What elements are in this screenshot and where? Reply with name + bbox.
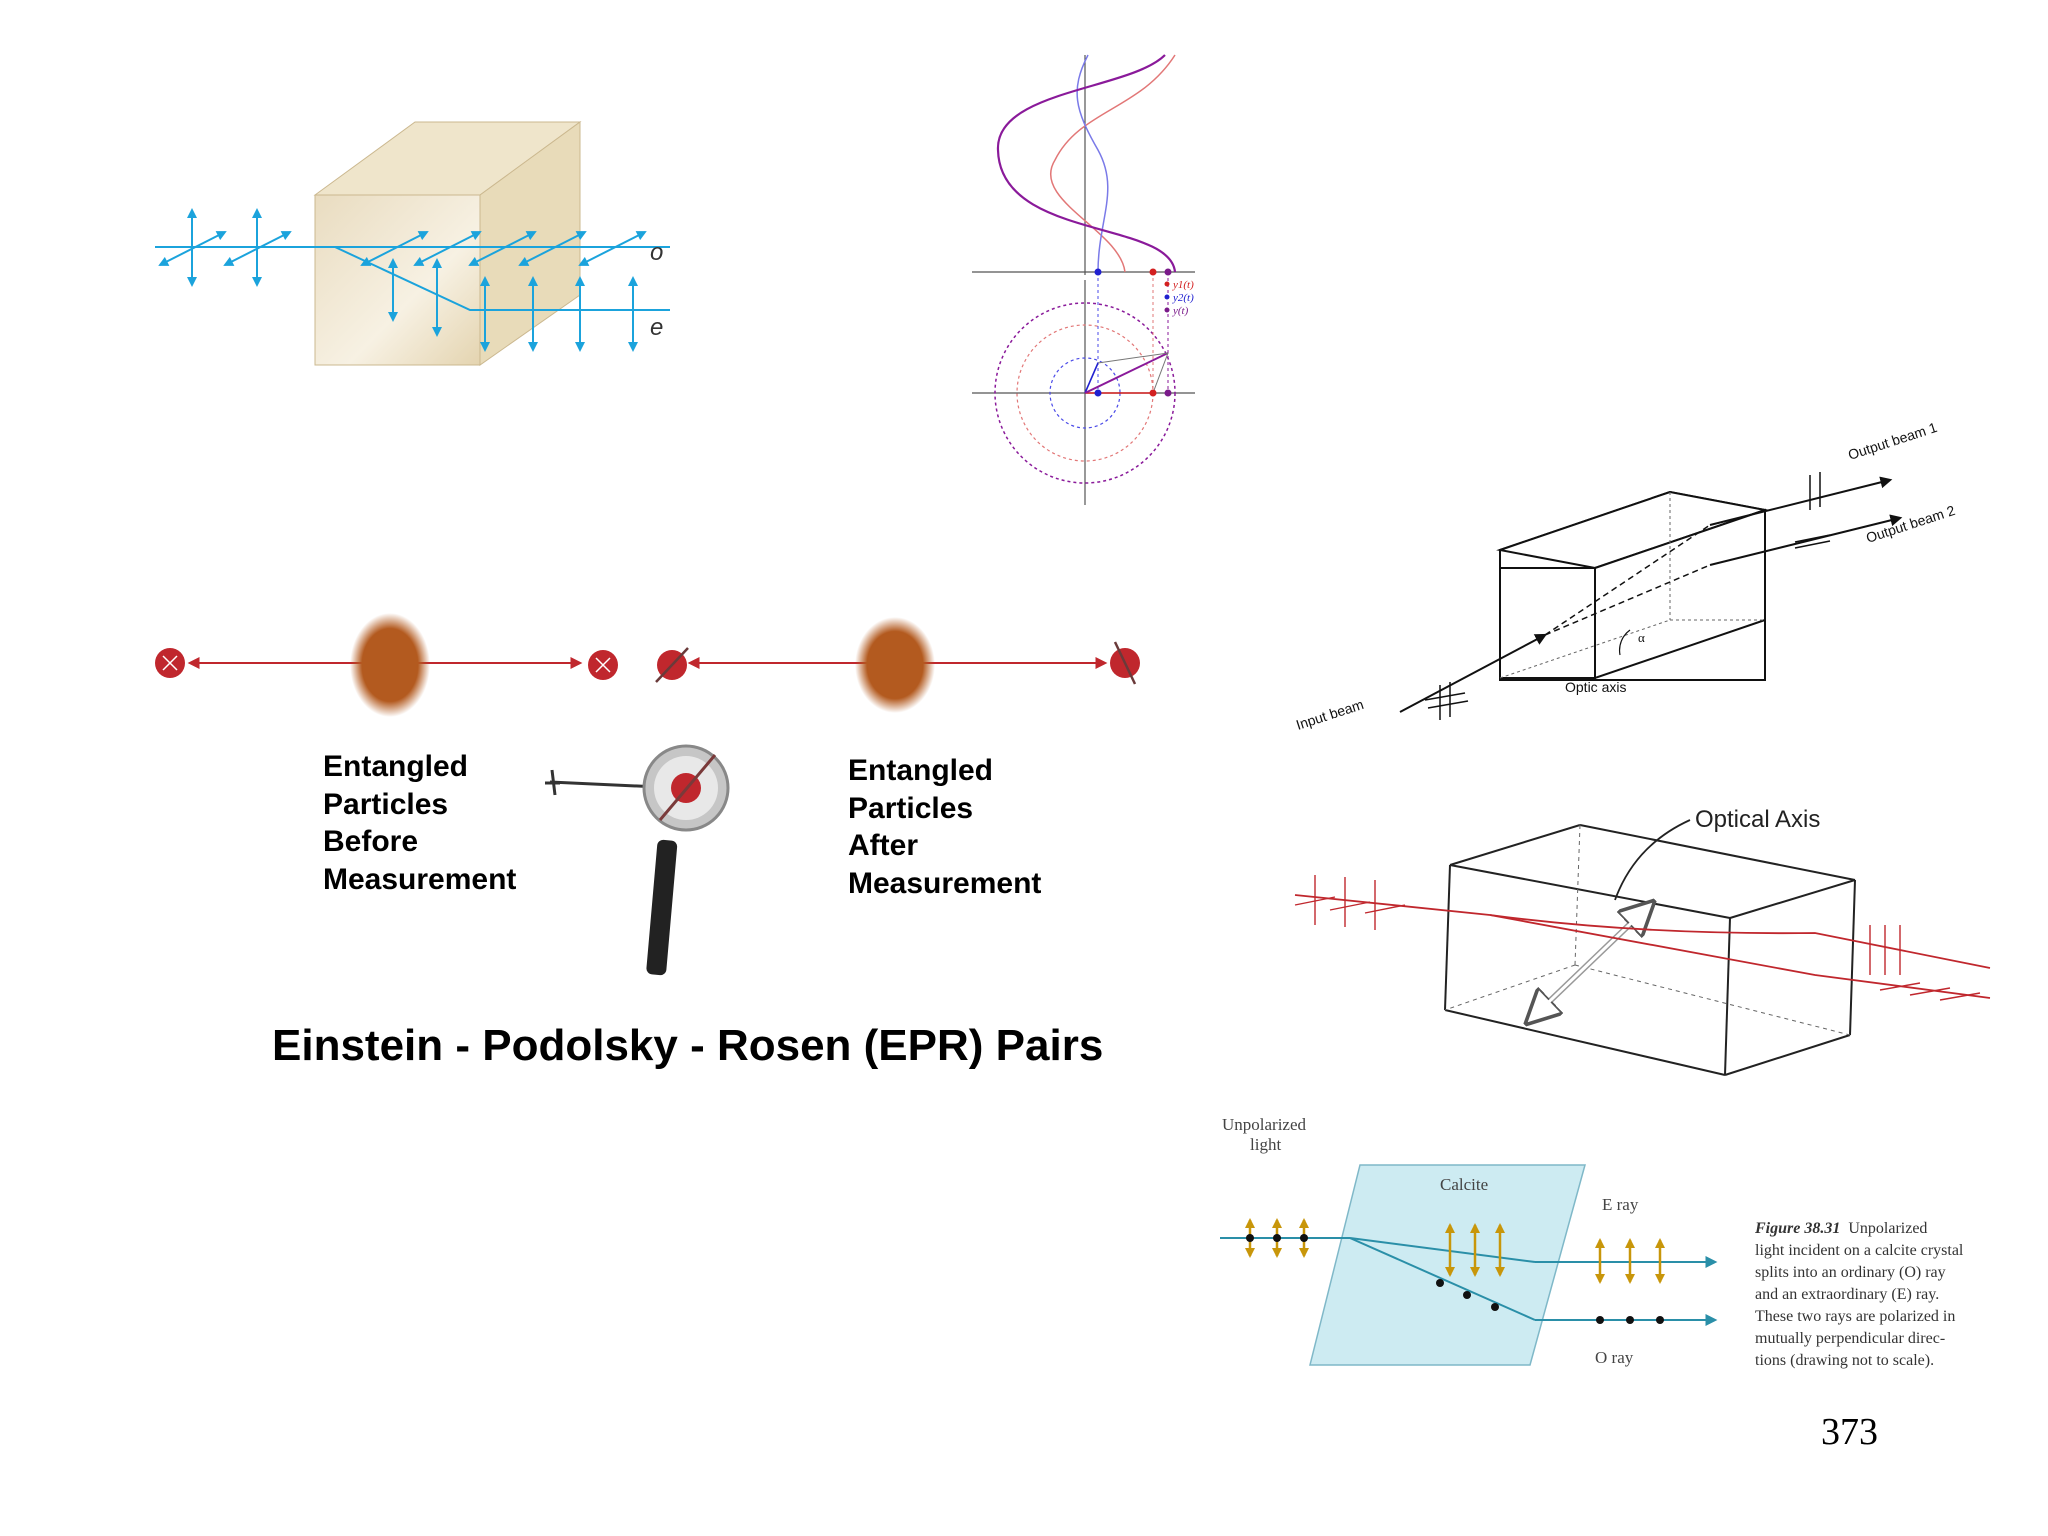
polarizing-beam-splitter-diagram: α Output beam 1 Output beam 2 Input beam… bbox=[1294, 419, 1957, 733]
epr-title: Einstein - Podolsky - Rosen (EPR) Pairs bbox=[272, 1021, 1104, 1070]
calcite-crystal-figure: Unpolarized light Calcite E ray O ray bbox=[1220, 1115, 1718, 1367]
after-line-2: Particles bbox=[848, 791, 974, 825]
optic-axis-label: Optic axis bbox=[1565, 679, 1626, 695]
e-ray-label: E ray bbox=[1602, 1195, 1639, 1214]
caption-line-3: splits into an ordinary (O) ray bbox=[1755, 1264, 1946, 1281]
phasor-wave-diagram: y1(t) y2(t) y(t) bbox=[972, 54, 1195, 505]
legend-y2: y2(t) bbox=[1172, 292, 1194, 304]
particle-right-1 bbox=[655, 647, 689, 683]
input-beam-label: Input beam bbox=[1294, 696, 1366, 733]
unpolarized-label-2: light bbox=[1250, 1135, 1281, 1154]
legend-y1: y1(t) bbox=[1172, 279, 1194, 291]
caption-line-5: These two rays are polarized in bbox=[1755, 1308, 1956, 1325]
entangled-cloud-before bbox=[350, 613, 430, 717]
particle-left-2 bbox=[588, 650, 618, 680]
wave-y1 bbox=[1049, 54, 1176, 273]
figure-caption: Figure 38.31 Unpolarized light incident … bbox=[1755, 1218, 2035, 1372]
caption-line-6: mutually perpendicular direc- bbox=[1755, 1330, 1946, 1347]
after-line-4: Measurement bbox=[848, 866, 1042, 900]
output-beam-2 bbox=[1709, 514, 1903, 566]
magnifying-glass-icon bbox=[545, 744, 730, 976]
particle-left-1 bbox=[155, 648, 185, 678]
alpha-label: α bbox=[1638, 630, 1645, 645]
crystal-front-face bbox=[314, 194, 481, 366]
page-number: 373 bbox=[1821, 1411, 1878, 1453]
ordinary-ray-label: o bbox=[650, 239, 663, 266]
extraordinary-beam bbox=[334, 246, 670, 311]
unpolarized-label-1: Unpolarized bbox=[1222, 1115, 1307, 1134]
output-beam-1 bbox=[1709, 476, 1893, 526]
optical-axis-label: Optical Axis bbox=[1695, 806, 1820, 833]
phasor-circle-outer bbox=[994, 302, 1176, 484]
vertical-polarization-arrows bbox=[187, 208, 638, 352]
caption-line-7: tions (drawing not to scale). bbox=[1755, 1352, 1935, 1369]
o-ray-label: O ray bbox=[1595, 1348, 1634, 1367]
epr-after-label: Entangled Particles After Measurement bbox=[848, 752, 1041, 902]
horizontal-polarization-arrows bbox=[158, 231, 647, 266]
legend-y: y(t) bbox=[1172, 305, 1189, 317]
extraordinary-ray-label: e bbox=[650, 314, 663, 341]
wave-legend: y1(t) y2(t) y(t) bbox=[1164, 279, 1194, 317]
caption-line-2: light incident on a calcite crystal bbox=[1755, 1242, 1964, 1259]
particle-right-2 bbox=[1110, 641, 1140, 685]
caption-line-4: and an extraordinary (E) ray. bbox=[1755, 1286, 1940, 1303]
epr-pairs-diagram bbox=[155, 613, 1140, 976]
optical-axis-crystal-diagram: Optical Axis bbox=[1294, 806, 1991, 1076]
caption-line-1: Unpolarized bbox=[1848, 1220, 1928, 1237]
before-line-2: Particles bbox=[323, 787, 449, 821]
before-line-1: Entangled bbox=[323, 750, 469, 783]
input-beam bbox=[1399, 633, 1548, 713]
wave-y2 bbox=[1076, 54, 1109, 273]
after-line-3: After bbox=[848, 829, 919, 862]
wave-y bbox=[996, 54, 1177, 273]
entangled-cloud-after bbox=[855, 617, 935, 713]
birefringence-crystal-diagram: o e bbox=[155, 121, 670, 366]
after-line-1: Entangled bbox=[848, 754, 994, 787]
output-beam-1-label: Output beam 1 bbox=[1846, 419, 1939, 463]
before-line-3: Before bbox=[323, 825, 419, 858]
before-line-4: Measurement bbox=[323, 862, 517, 896]
epr-before-label: Entangled Particles Before Measurement bbox=[323, 748, 516, 898]
calcite-label: Calcite bbox=[1440, 1175, 1488, 1194]
figure-number: Figure 38.31 bbox=[1755, 1220, 1841, 1237]
calcite-block bbox=[1309, 1164, 1586, 1366]
